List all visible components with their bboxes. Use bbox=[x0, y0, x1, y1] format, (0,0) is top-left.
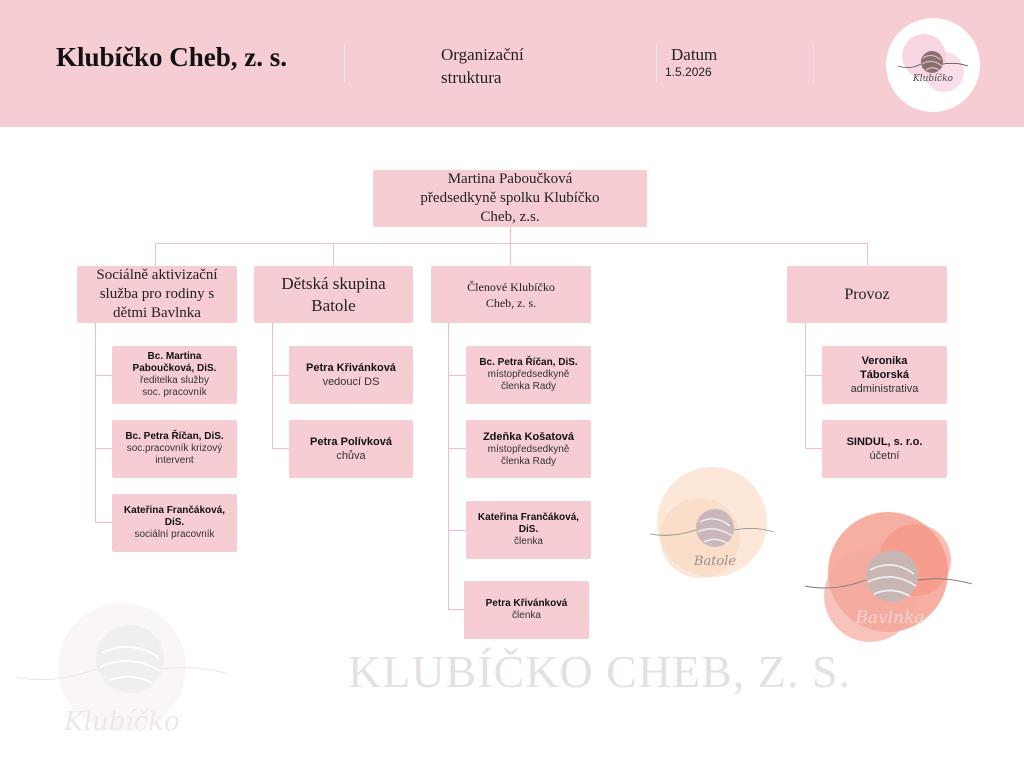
top-node-chairwoman: Martina Paboučková předsedkyně spolku Kl… bbox=[373, 170, 647, 227]
member-node: Kateřina Frančáková, DiS. sociální praco… bbox=[112, 494, 237, 552]
member-node: Veronika Táborská administrativa bbox=[822, 346, 947, 404]
department-title-line: služba pro rodiny s bbox=[99, 286, 215, 302]
logo-text: Klubíčko bbox=[913, 74, 953, 84]
batole-logo: Batole bbox=[640, 460, 780, 590]
member-role: chůva bbox=[336, 450, 366, 462]
watermark-text: KLUBÍČKO CHEB, Z. S. bbox=[348, 646, 852, 697]
connector-line bbox=[448, 323, 449, 610]
member-node: Bc. Petra Říčan, DiS. soc.pracovník kriz… bbox=[112, 420, 237, 478]
connector-line bbox=[155, 243, 868, 244]
member-role: soc. pracovník bbox=[142, 387, 207, 398]
header-divider bbox=[813, 44, 814, 82]
department-title-line: Batole bbox=[311, 295, 356, 315]
header-bar bbox=[0, 0, 1024, 127]
organization-name: Klubíčko Cheb, z. s. bbox=[56, 42, 288, 72]
department-node: Členové Klubíčko Cheb, z. s. bbox=[431, 266, 591, 323]
connector-line bbox=[95, 522, 112, 523]
bavlnka-logo: Bavlnka bbox=[800, 500, 980, 660]
connector-line bbox=[448, 530, 466, 531]
top-node-line2: předsedkyně spolku Klubíčko bbox=[420, 190, 600, 206]
klubicko-watermark-text: Klubíčko bbox=[64, 707, 180, 737]
member-role: účetní bbox=[869, 450, 900, 462]
header-divider bbox=[656, 44, 657, 82]
member-role: místopředsedkyně bbox=[487, 369, 570, 380]
top-node-line3: Cheb, z.s. bbox=[480, 209, 540, 225]
yarn-ball-icon bbox=[15, 603, 227, 731]
member-name: Petra Křivánková bbox=[485, 598, 568, 609]
member-role: soc.pracovník krizový bbox=[126, 443, 223, 454]
member-name: Veronika bbox=[861, 355, 908, 367]
member-name: Táborská bbox=[860, 369, 909, 381]
connector-line bbox=[95, 375, 112, 376]
member-name: SINDUL, s. r.o. bbox=[846, 436, 923, 448]
member-node: Zdeňka Košatová místopředsedkyně členka … bbox=[466, 420, 591, 478]
date-value: 1.5.2026 bbox=[665, 65, 712, 79]
department-title-line: Dětská skupina bbox=[281, 273, 386, 293]
department-node: Dětská skupina Batole bbox=[254, 266, 413, 323]
yarn-ball-icon bbox=[897, 34, 969, 92]
member-role: administrativa bbox=[850, 383, 919, 395]
structure-label-line2: struktura bbox=[441, 68, 502, 87]
department-node: Sociálně aktivizační služba pro rodiny s… bbox=[77, 266, 237, 323]
connector-line bbox=[272, 323, 273, 449]
member-name: Zdeňka Košatová bbox=[482, 431, 575, 443]
connector-line bbox=[95, 323, 96, 522]
member-name: Petra Polívková bbox=[310, 436, 392, 448]
department-title-line: dětmi Bavlnka bbox=[113, 305, 201, 321]
batole-logo-text: Batole bbox=[693, 554, 737, 569]
top-node-line1: Martina Paboučková bbox=[447, 171, 573, 187]
member-role: vedoucí DS bbox=[322, 376, 380, 388]
department-title-line: Cheb, z. s. bbox=[485, 295, 537, 310]
klubicko-watermark-logo: Klubíčko bbox=[12, 595, 232, 765]
member-name: Bc. Petra Říčan, DiS. bbox=[125, 431, 224, 442]
connector-line bbox=[272, 375, 289, 376]
member-name: Bc. Martina Paboučková, DiS. bbox=[132, 351, 217, 374]
department-title-line: Provoz bbox=[844, 285, 890, 303]
member-node: Petra Křivánková členka bbox=[464, 581, 589, 639]
klubicko-logo: Klubíčko bbox=[886, 18, 980, 112]
structure-label-line1: Organizační bbox=[441, 45, 524, 64]
connector-line bbox=[867, 243, 868, 266]
member-role: členka bbox=[512, 610, 541, 621]
member-role: intervent bbox=[155, 455, 194, 466]
member-name: Bc. Petra Říčan, DiS. bbox=[479, 357, 578, 368]
department-title-line: Sociálně aktivizační bbox=[96, 267, 218, 283]
member-name: Kateřina Frančáková, DiS. bbox=[477, 512, 580, 535]
member-node: Bc. Petra Říčan, DiS. místopředsedkyně č… bbox=[466, 346, 591, 404]
connector-line bbox=[510, 243, 511, 266]
connector-line bbox=[805, 323, 806, 449]
header-divider bbox=[344, 44, 345, 82]
member-node: Petra Křivánková vedoucí DS bbox=[289, 346, 413, 404]
connector-line bbox=[155, 243, 156, 266]
date-label: Datum bbox=[671, 45, 718, 64]
connector-line bbox=[448, 375, 466, 376]
member-role: místopředsedkyně bbox=[487, 444, 570, 455]
member-node: Kateřina Frančáková, DiS. členka bbox=[466, 501, 591, 559]
member-node: Petra Polívková chůva bbox=[289, 420, 413, 478]
connector-line bbox=[272, 448, 289, 449]
connector-line bbox=[95, 448, 112, 449]
member-role: členka Rady bbox=[500, 381, 557, 392]
member-node: SINDUL, s. r.o. účetní bbox=[822, 420, 947, 478]
member-role: sociální pracovník bbox=[134, 529, 215, 540]
structure-label: Organizační struktura bbox=[441, 43, 524, 89]
member-role: ředitelka služby bbox=[140, 375, 209, 386]
member-role: členka Rady bbox=[500, 456, 557, 467]
member-name: Petra Křivánková bbox=[306, 362, 396, 374]
connector-line bbox=[448, 609, 464, 610]
connector-line bbox=[510, 227, 511, 243]
connector-line bbox=[448, 448, 466, 449]
department-title-line: Členové Klubíčko bbox=[467, 279, 555, 294]
yarn-ball-icon bbox=[649, 467, 775, 578]
member-node: Bc. Martina Paboučková, DiS. ředitelka s… bbox=[112, 346, 237, 404]
member-role: členka bbox=[514, 536, 543, 547]
connector-line bbox=[333, 243, 334, 266]
department-node: Provoz bbox=[787, 266, 947, 323]
yarn-ball-icon bbox=[804, 512, 973, 642]
connector-line bbox=[805, 375, 822, 376]
bavlnka-logo-text: Bavlnka bbox=[855, 608, 925, 628]
connector-line bbox=[805, 448, 822, 449]
member-name: Kateřina Frančáková, DiS. bbox=[123, 505, 226, 528]
